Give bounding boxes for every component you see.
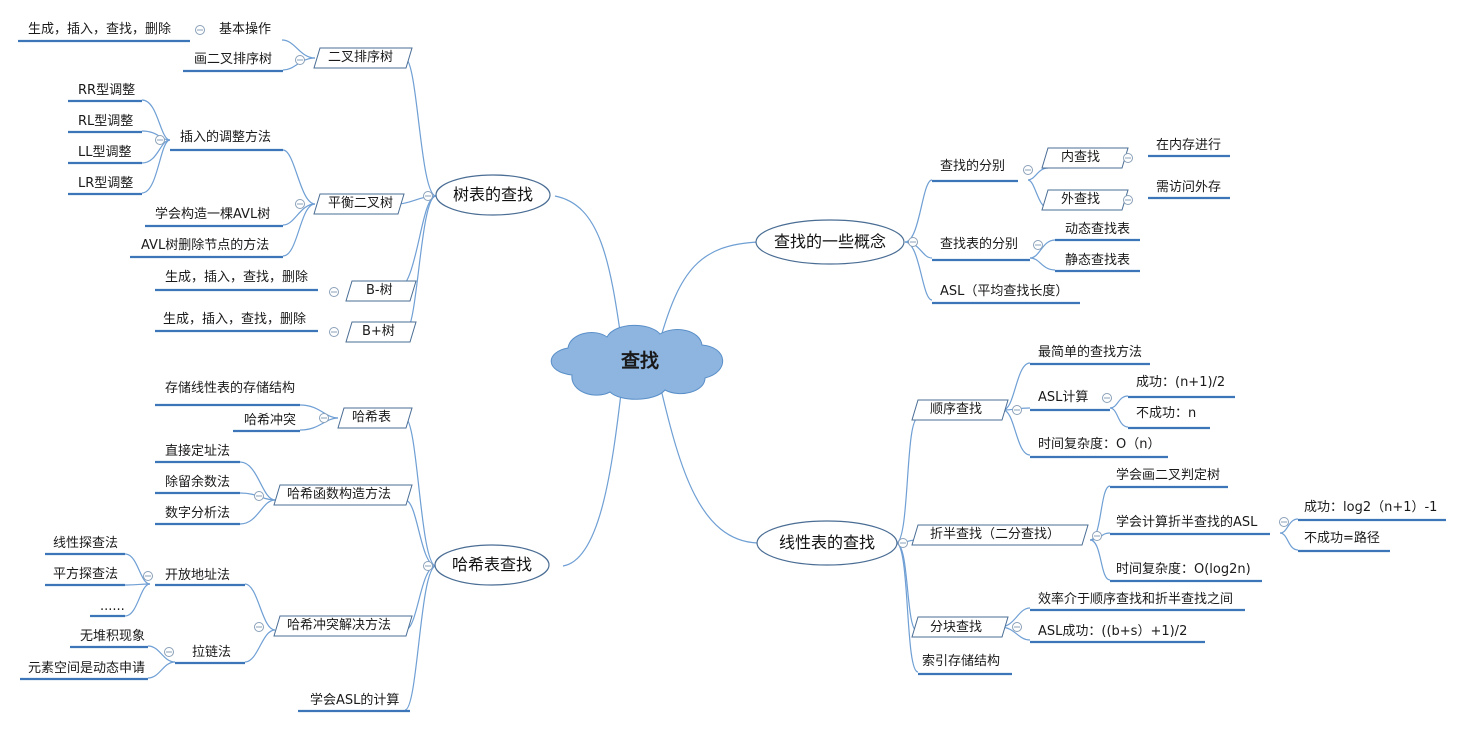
node-outer-search[interactable]: 外查找 bbox=[1061, 192, 1101, 207]
node-hash-table[interactable]: 哈希表 bbox=[352, 410, 392, 425]
node-seq-simplest[interactable]: 最简单的查找方法 bbox=[1038, 345, 1143, 360]
node-bst-ops-detail[interactable]: 生成，插入，查找，删除 bbox=[28, 22, 172, 37]
node-hash-resolve[interactable]: 哈希冲突解决方法 bbox=[287, 618, 392, 633]
cloud-shape bbox=[550, 324, 724, 400]
node-hash-structure[interactable]: 存储线性表的存储结构 bbox=[165, 381, 296, 396]
node-block-efficiency[interactable]: 效率介于顺序查找和折半查找之间 bbox=[1038, 592, 1234, 607]
node-avl-ll[interactable]: LL型调整 bbox=[78, 145, 132, 160]
node-avl-lr[interactable]: LR型调整 bbox=[78, 176, 134, 191]
node-hash-func-mod[interactable]: 除留余数法 bbox=[165, 475, 231, 490]
node-binary[interactable]: 折半查找（二分查找） bbox=[930, 527, 1061, 542]
node-seq-asl-fail[interactable]: 不成功：n bbox=[1136, 406, 1197, 421]
node-avl-adjust[interactable]: 插入的调整方法 bbox=[180, 130, 272, 145]
node-outer-detail[interactable]: 需访问外存 bbox=[1156, 180, 1222, 195]
node-square-probe[interactable]: 平方探查法 bbox=[53, 567, 119, 582]
node-block-asl[interactable]: ASL成功：((b+s）+1)/2 bbox=[1038, 624, 1188, 639]
node-seq-asl[interactable]: ASL计算 bbox=[1038, 390, 1089, 405]
node-binary-asl[interactable]: 学会计算折半查找的ASL bbox=[1116, 515, 1258, 530]
branch-hash-search[interactable]: 哈希表查找 bbox=[451, 555, 532, 574]
node-table-kind[interactable]: 查找表的分别 bbox=[940, 237, 1019, 252]
node-avl-rl[interactable]: RL型调整 bbox=[78, 114, 134, 129]
node-avl-rr[interactable]: RR型调整 bbox=[78, 83, 136, 98]
node-inner-detail[interactable]: 在内存进行 bbox=[1156, 138, 1222, 153]
node-probe-more[interactable]: ...... bbox=[100, 599, 125, 614]
node-hash-conflict[interactable]: 哈希冲突 bbox=[244, 413, 297, 428]
branch-concepts[interactable]: 查找的一些概念 bbox=[773, 232, 886, 251]
node-no-clustering[interactable]: 无堆积现象 bbox=[80, 629, 146, 644]
node-hash-func-direct[interactable]: 直接定址法 bbox=[165, 444, 231, 459]
node-sequential[interactable]: 顺序查找 bbox=[930, 402, 983, 417]
node-bplus-ops[interactable]: 生成，插入，查找，删除 bbox=[163, 312, 307, 327]
node-linear-probe[interactable]: 线性探查法 bbox=[53, 536, 119, 551]
node-bst-draw[interactable]: 画二叉排序树 bbox=[194, 52, 273, 67]
node-hash-asl[interactable]: 学会ASL的计算 bbox=[310, 693, 400, 708]
node-binary-time[interactable]: 时间复杂度：O(log2n) bbox=[1116, 562, 1251, 577]
node-binary-asl-success[interactable]: 成功：log2（n+1）-1 bbox=[1304, 500, 1438, 515]
central-topic[interactable]: 查找 bbox=[620, 350, 659, 372]
node-binary-tree[interactable]: 学会画二叉判定树 bbox=[1116, 468, 1221, 483]
node-block[interactable]: 分块查找 bbox=[930, 620, 983, 635]
node-seq-asl-success[interactable]: 成功：(n+1)/2 bbox=[1136, 375, 1226, 390]
node-binary-asl-fail[interactable]: 不成功=路径 bbox=[1304, 531, 1380, 546]
node-bst[interactable]: 二叉排序树 bbox=[328, 50, 394, 65]
node-avl[interactable]: 平衡二叉树 bbox=[328, 196, 394, 211]
node-inner-search[interactable]: 内查找 bbox=[1061, 150, 1101, 165]
branch-linear-search[interactable]: 线性表的查找 bbox=[778, 533, 875, 552]
node-bst-ops[interactable]: 基本操作 bbox=[219, 22, 272, 37]
branch-tree-search[interactable]: 树表的查找 bbox=[452, 185, 533, 204]
node-asl-definition[interactable]: ASL（平均查找长度） bbox=[940, 284, 1069, 299]
node-seq-time[interactable]: 时间复杂度：O（n） bbox=[1038, 437, 1161, 452]
node-hash-func-digit[interactable]: 数字分析法 bbox=[165, 506, 231, 521]
node-hash-func[interactable]: 哈希函数构造方法 bbox=[287, 487, 392, 502]
node-bplus[interactable]: B+树 bbox=[362, 324, 395, 339]
node-index-structure[interactable]: 索引存储结构 bbox=[922, 654, 1001, 669]
node-dynamic-table[interactable]: 动态查找表 bbox=[1065, 222, 1131, 237]
node-btree-ops[interactable]: 生成，插入，查找，删除 bbox=[165, 270, 309, 285]
node-dynamic-space[interactable]: 元素空间是动态申请 bbox=[28, 661, 146, 676]
node-open-address[interactable]: 开放地址法 bbox=[165, 568, 231, 583]
node-btree[interactable]: B-树 bbox=[366, 283, 393, 298]
node-avl-build[interactable]: 学会构造一棵AVL树 bbox=[155, 207, 271, 222]
node-chaining[interactable]: 拉链法 bbox=[192, 645, 232, 660]
node-avl-delete[interactable]: AVL树删除节点的方法 bbox=[141, 238, 270, 253]
node-search-kind[interactable]: 查找的分别 bbox=[940, 159, 1006, 174]
node-static-table[interactable]: 静态查找表 bbox=[1065, 253, 1131, 268]
